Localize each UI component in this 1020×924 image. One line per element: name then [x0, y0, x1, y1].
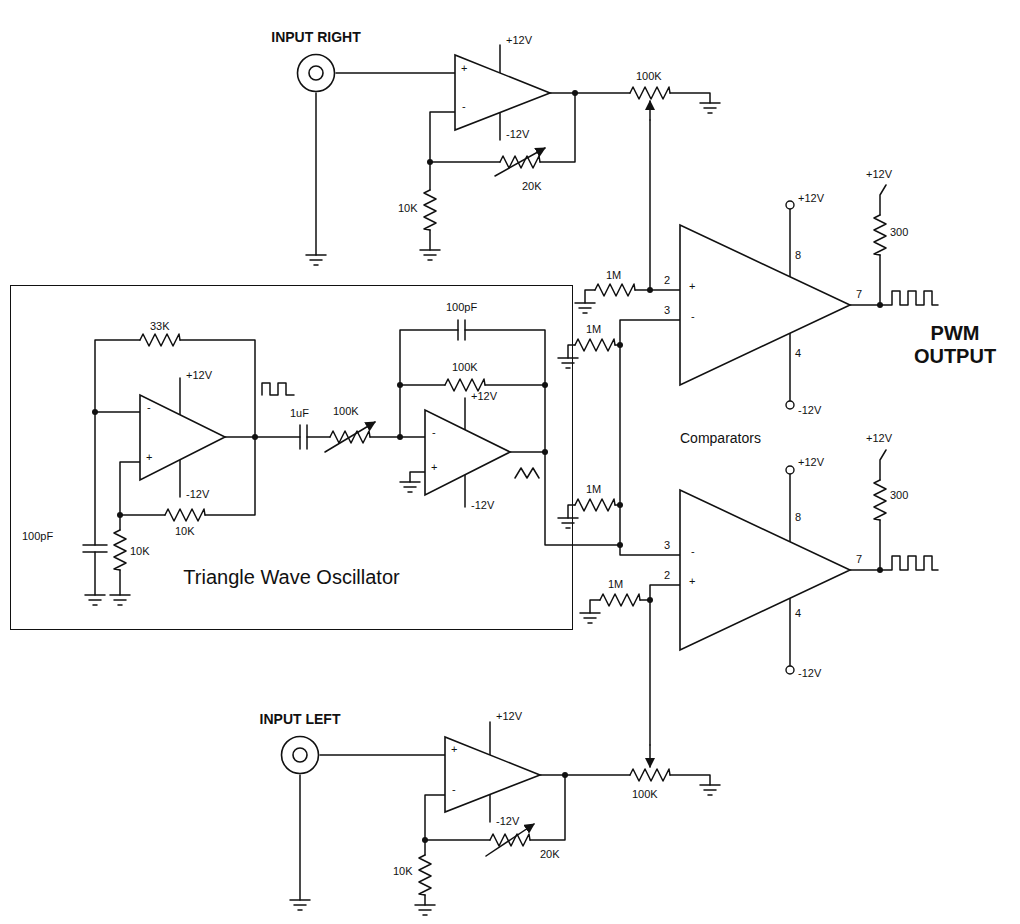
- pwm-wave-glyph: [880, 291, 938, 305]
- opamp-symbol: [455, 55, 550, 130]
- supply-label: +12V: [506, 34, 532, 47]
- polarity-sign: +: [689, 575, 695, 588]
- polarity-sign: +: [689, 280, 695, 293]
- supply-label: +12V: [186, 369, 212, 382]
- wire: [95, 45, 886, 905]
- polarity-sign: -: [432, 426, 436, 439]
- component-value: 100K: [333, 405, 359, 418]
- component-value: 300: [890, 489, 908, 502]
- pin-number: 2: [664, 274, 670, 287]
- capacitor-symbol: [83, 320, 465, 552]
- pin-number: 2: [664, 569, 670, 582]
- component-value: 100pF: [446, 301, 477, 314]
- component-value: 33K: [150, 320, 170, 333]
- pin-number: 7: [856, 288, 862, 301]
- supply-terminal: [786, 466, 794, 474]
- component-value: 20K: [540, 848, 560, 861]
- square-wave-glyph: [262, 383, 294, 395]
- polarity-sign: -: [462, 100, 466, 113]
- polarity-sign: +: [461, 62, 467, 75]
- supply-terminal: [786, 201, 794, 209]
- input-label: INPUT RIGHT: [271, 29, 360, 45]
- opamp-symbol: [140, 395, 225, 480]
- junction-dot: [92, 90, 883, 843]
- supply-label: -12V: [506, 128, 529, 141]
- resistor-symbol: [114, 87, 886, 895]
- component-value: 100K: [636, 70, 662, 83]
- supply-label: +12V: [866, 432, 892, 445]
- polarity-sign: -: [691, 310, 695, 323]
- wiper-arrow: [649, 101, 651, 120]
- component-value: 1M: [608, 578, 623, 591]
- supply-terminal: [786, 401, 794, 409]
- component-value: 1M: [586, 323, 601, 336]
- jack-outer: [282, 737, 319, 774]
- component-value: 1uF: [290, 407, 309, 420]
- supply-label: +12V: [798, 456, 824, 469]
- polarity-sign: +: [431, 461, 437, 474]
- component-value: 10K: [130, 545, 150, 558]
- component-value: 100pF: [22, 530, 53, 543]
- ground-symbol: [85, 103, 720, 915]
- jack-inner: [293, 748, 307, 762]
- comparator-symbol: [680, 490, 850, 650]
- block-title: Triangle Wave Oscillator: [11, 566, 572, 589]
- pin-number: 4: [795, 607, 801, 620]
- supply-label: +12V: [866, 168, 892, 181]
- opamp-symbol: [425, 410, 510, 495]
- input-label: INPUT LEFT: [260, 711, 341, 727]
- component-value: 1M: [606, 269, 621, 282]
- supply-label: +12V: [471, 390, 497, 403]
- supply-terminal: [786, 666, 794, 674]
- polarity-sign: -: [147, 401, 151, 414]
- wiper-arrow: [649, 745, 651, 767]
- polarity-sign: -: [691, 545, 695, 558]
- supply-label: -12V: [496, 815, 519, 828]
- group-label: Comparators: [680, 430, 761, 446]
- opamp-symbol: [445, 737, 540, 812]
- polarity-sign: +: [451, 743, 457, 756]
- jack-inner: [309, 66, 323, 80]
- component-value: 10K: [175, 525, 195, 538]
- jack-outer: [298, 55, 335, 92]
- supply-label: +12V: [496, 710, 522, 723]
- supply-label: -12V: [471, 499, 494, 512]
- component-value: 1M: [586, 483, 601, 496]
- pin-number: 8: [795, 249, 801, 262]
- component-value: 10K: [393, 865, 413, 878]
- variable-arrow: [325, 422, 375, 452]
- pin-number: 4: [795, 347, 801, 360]
- oscillator-block: Triangle Wave Oscillator: [10, 285, 573, 630]
- pin-number: 7: [856, 553, 862, 566]
- input-jack: INPUT LEFT: [280, 735, 320, 775]
- jack-symbol: [280, 735, 320, 775]
- component-value: 100K: [452, 361, 478, 374]
- pin-number: 8: [795, 511, 801, 524]
- comparator-symbol: [680, 225, 850, 385]
- component-value: 10K: [398, 202, 418, 215]
- component-value: 100K: [632, 788, 658, 801]
- variable-arrow: [486, 824, 534, 856]
- input-jack: INPUT RIGHT: [296, 53, 336, 93]
- component-value: 20K: [522, 180, 542, 193]
- supply-label: -12V: [186, 488, 209, 501]
- jack-symbol: [296, 53, 336, 93]
- pin-number: 3: [664, 539, 670, 552]
- variable-arrow: [495, 148, 545, 176]
- pin-number: 3: [664, 304, 670, 317]
- polarity-sign: -: [452, 783, 456, 796]
- triangle-wave-glyph: [515, 468, 539, 478]
- component-value: 300: [890, 226, 908, 239]
- supply-label: -12V: [798, 667, 821, 680]
- supply-label: +12V: [798, 192, 824, 205]
- pwm-wave-glyph: [880, 556, 938, 570]
- output-label: PWM OUTPUT: [900, 322, 1010, 368]
- polarity-sign: +: [146, 451, 152, 464]
- supply-label: -12V: [798, 404, 821, 417]
